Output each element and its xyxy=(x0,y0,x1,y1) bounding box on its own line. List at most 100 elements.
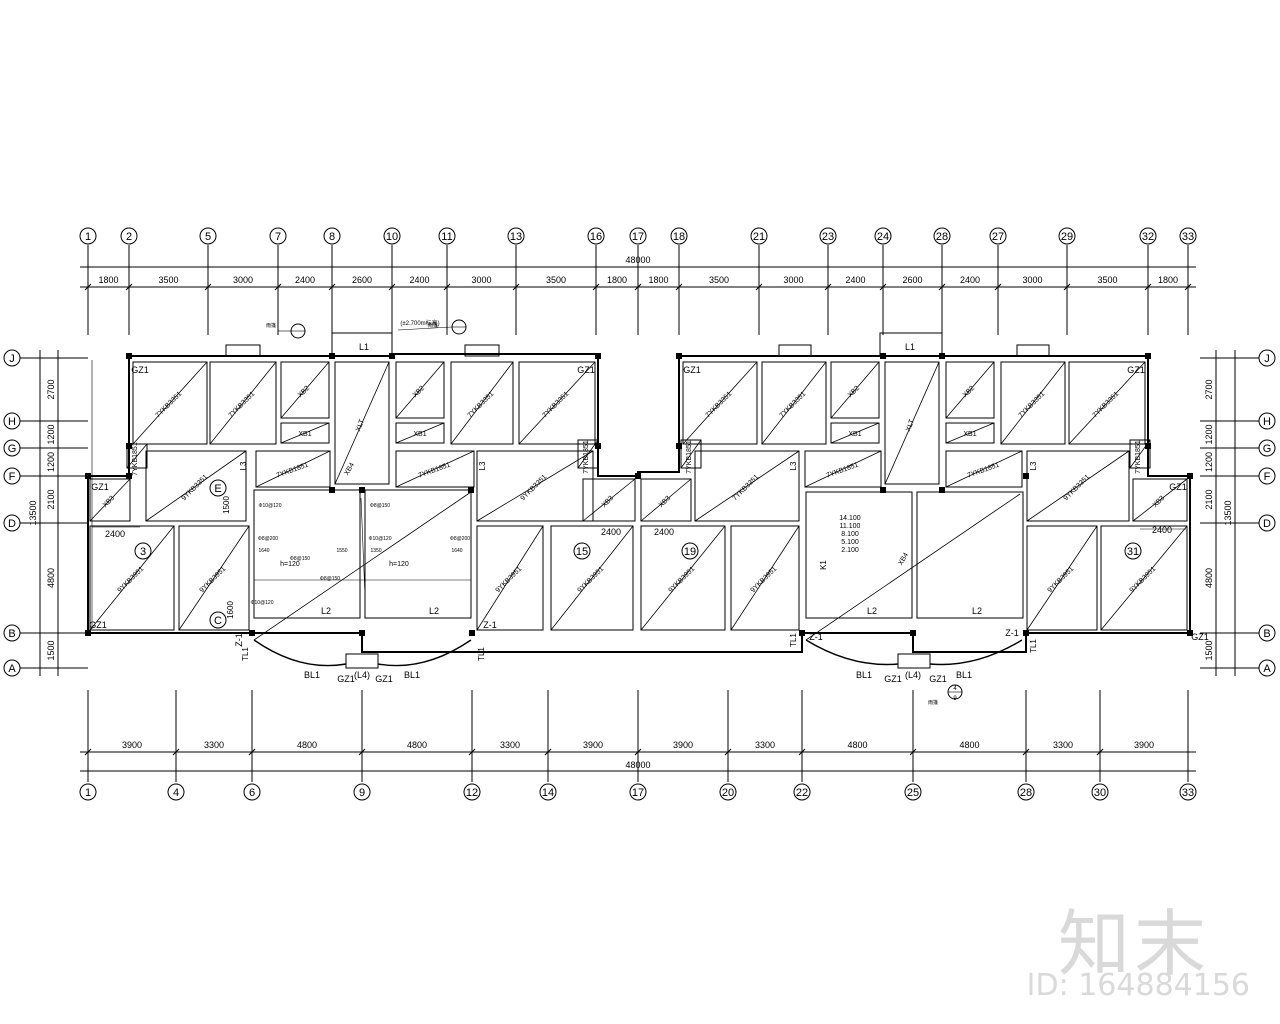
dim-tick xyxy=(1063,283,1071,291)
inner-axis-bubble-E xyxy=(209,479,227,497)
bottom-axis-bubble-33-label: 33 xyxy=(1182,787,1194,799)
slab-outline xyxy=(476,450,594,522)
bottom-span-dim: 4800 xyxy=(847,740,867,750)
top-axis-bubble-11 xyxy=(438,227,456,245)
top-axis-bubble-21-label: 21 xyxy=(753,231,765,243)
slab-diagonal xyxy=(126,443,148,469)
column-label: GZ1 xyxy=(1169,482,1187,492)
dim-tick xyxy=(248,748,256,756)
inner-axis-bubble-15-label: 15 xyxy=(576,546,588,558)
slab-panel xyxy=(395,450,475,488)
top-axis-bubble-11-label: 11 xyxy=(441,231,452,243)
left-span-dim: 1200 xyxy=(46,452,56,472)
column-marker xyxy=(126,473,132,479)
column-marker xyxy=(910,630,916,636)
slab-panel xyxy=(682,361,758,445)
top-span-dim: 2400 xyxy=(845,275,865,285)
bottom-overall-dim: 48000 xyxy=(625,760,650,770)
dim-tick xyxy=(675,283,683,291)
elevation-value: 2.100 xyxy=(841,547,859,554)
slab-panel xyxy=(1026,450,1130,522)
rebar-note: Φ8@150 xyxy=(320,576,340,582)
slab-panel xyxy=(550,525,634,631)
building-outline xyxy=(87,353,1191,653)
slab-panel xyxy=(178,525,250,631)
top-axis-bubble-10 xyxy=(383,227,401,245)
bottom-axis-bubble-25-label: 25 xyxy=(907,787,919,799)
slab-outline xyxy=(395,361,445,419)
section-note: 雨篷 xyxy=(928,699,938,706)
slab-outline xyxy=(761,361,827,445)
slab-outline xyxy=(450,361,514,445)
beam-box xyxy=(331,332,393,357)
top-axis-bubble-5-label: 5 xyxy=(205,231,211,243)
column-label: GZ1 xyxy=(577,365,595,375)
bottom-axis-bubble-14-label: 14 xyxy=(542,787,554,799)
slab-outline xyxy=(830,422,880,444)
slab-diagonal xyxy=(89,478,131,522)
slab-label: 7YKB3351 xyxy=(1018,391,1047,420)
dim-tick xyxy=(544,748,552,756)
right-axis-bubble-D-label: D xyxy=(1263,518,1271,530)
elevation-value: 5.100 xyxy=(841,539,859,546)
top-axis-bubble-18-label: 18 xyxy=(673,231,685,243)
column-marker xyxy=(1145,353,1151,359)
slab-panel xyxy=(945,450,1023,488)
top-axis-bubble-27 xyxy=(989,227,1007,245)
slab-diagonal xyxy=(209,361,277,445)
dim-tick xyxy=(388,283,396,291)
slab-diagonal xyxy=(694,450,800,522)
top-axis-bubble-28-label: 28 xyxy=(936,231,948,243)
slab-diagonal xyxy=(253,491,472,641)
dim-tick xyxy=(84,283,92,291)
slab-label: XB1 xyxy=(848,431,861,438)
slab-diagonal xyxy=(145,450,247,522)
balcony-arc xyxy=(253,639,347,667)
slab-outline xyxy=(476,525,544,631)
slab-diagonal xyxy=(682,361,758,445)
slab-outline xyxy=(280,422,330,444)
bottom-axis-bubble-1 xyxy=(79,783,97,801)
top-axis-bubble-24 xyxy=(874,227,892,245)
cast-slab xyxy=(916,491,1024,619)
slab-outline xyxy=(145,450,247,522)
column-label: GZ1 xyxy=(884,674,902,684)
bottom-span-dim: 4800 xyxy=(959,740,979,750)
slab-outline xyxy=(255,450,331,488)
slab-diagonal xyxy=(1000,361,1066,445)
column-marker xyxy=(1187,473,1193,479)
slab-label: 7YKB3351 xyxy=(705,391,734,420)
inner-axis-bubble-19 xyxy=(681,542,699,560)
top-axis-bubble-2 xyxy=(120,227,138,245)
beam-label-TL1: TL1 xyxy=(241,647,250,661)
bottom-axis-bubble-28-label: 28 xyxy=(1020,787,1032,799)
slab-label-xb4: XB4 xyxy=(343,462,356,477)
beam-label-L3: L3 xyxy=(1029,461,1038,470)
slab-outline xyxy=(945,422,995,444)
inner-axis-bubble-3-label: 3 xyxy=(140,546,146,558)
slab-label: 9YKB3351 xyxy=(520,474,549,503)
top-span-dim: 2400 xyxy=(960,275,980,285)
balcony-arc xyxy=(377,639,472,667)
bottom-span-dim: 3300 xyxy=(500,740,520,750)
top-axis-bubble-7-label: 7 xyxy=(275,231,281,243)
cast-slab xyxy=(805,491,913,619)
rebar-dim: 1640 xyxy=(451,548,462,554)
slab-diagonal xyxy=(761,361,827,445)
slab-panel xyxy=(640,525,726,631)
dim-tick xyxy=(1096,748,1104,756)
detail-ref-num: 4 xyxy=(953,686,957,692)
slab-panel xyxy=(761,361,827,445)
slab-panel xyxy=(1000,361,1066,445)
column-marker xyxy=(85,630,91,636)
slab-panel xyxy=(476,525,544,631)
slab-panel xyxy=(582,478,636,522)
right-span-dim: 4800 xyxy=(1204,568,1214,588)
dim-tick xyxy=(909,748,917,756)
column-marker xyxy=(880,487,886,493)
column-marker xyxy=(469,630,475,636)
top-axis-bubble-29-label: 29 xyxy=(1061,231,1073,243)
top-axis-bubble-23 xyxy=(819,227,837,245)
slab-panel xyxy=(1100,525,1188,631)
